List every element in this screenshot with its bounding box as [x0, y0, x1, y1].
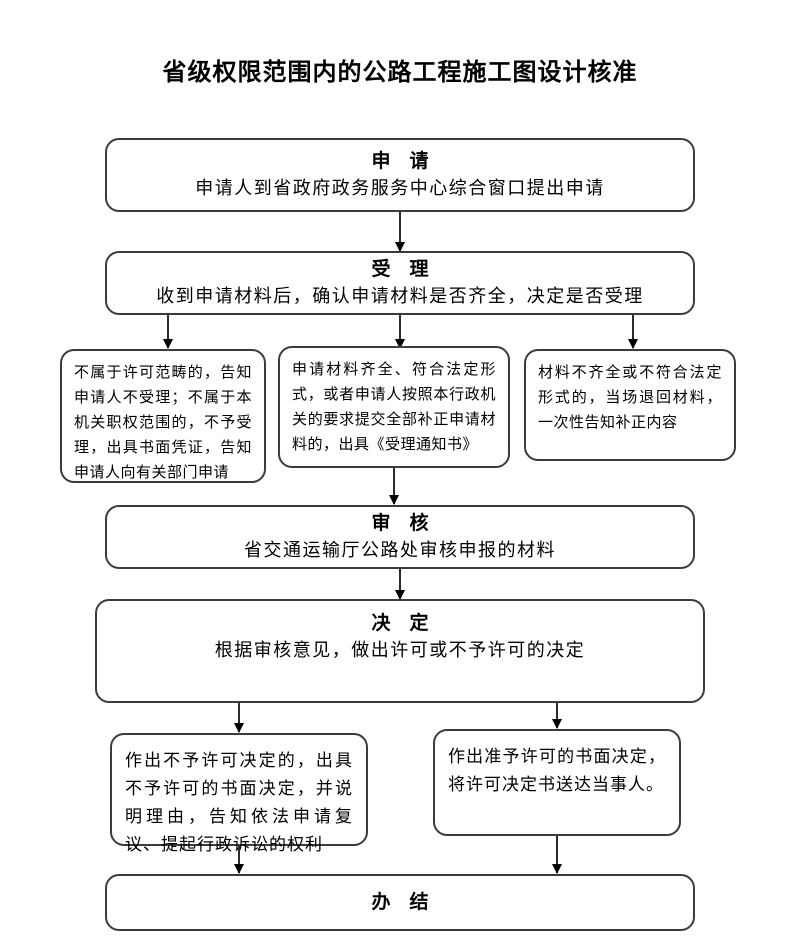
- arrow-down-icon: [552, 719, 562, 729]
- connector-grant-to-complete: [552, 836, 562, 874]
- node-accept-body: 收到申请材料后，确认申请材料是否齐全，决定是否受理: [156, 286, 644, 306]
- connector-apply-to-accept: [395, 212, 405, 252]
- node-deny: 作出不予许可决定的，出具不予许可的书面决定，并说明理由，告知依法申请复议、提起行…: [110, 733, 368, 854]
- arrow-down-icon: [395, 339, 405, 349]
- node-review-heading: 审 核: [371, 513, 429, 534]
- arrow-down-icon: [552, 864, 562, 874]
- node-deny-body: 作出不予许可决定的，出具不予许可的书面决定，并说明理由，告知依法申请复议、提起行…: [125, 751, 353, 854]
- node-review: 审 核 省交通运输厅公路处审核申报的材料: [105, 505, 695, 569]
- node-complete-heading: 办 结: [371, 891, 429, 913]
- connector-line: [399, 315, 401, 348]
- arrow-down-icon: [395, 590, 405, 600]
- arrow-down-icon: [395, 242, 405, 252]
- node-review-body: 省交通运输厅公路处审核申报的材料: [244, 540, 556, 560]
- connector-accept-to-returned: [628, 315, 638, 349]
- arrow-down-icon: [389, 495, 399, 505]
- node-returned: 材料不齐全或不符合法定形式的，当场退回材料，一次性告知补正内容: [524, 349, 736, 461]
- node-grant: 作出准予许可的书面决定，将许可决定书送达当事人。: [433, 729, 681, 836]
- connector-review-to-decision: [395, 569, 405, 600]
- connector-line: [167, 315, 169, 348]
- node-decision-body: 根据审核意见，做出许可或不予许可的决定: [214, 640, 586, 660]
- node-grant-body: 作出准予许可的书面决定，将许可决定书送达当事人。: [448, 747, 666, 794]
- arrow-down-icon: [628, 339, 638, 349]
- connector-line: [238, 846, 240, 873]
- connector-line: [393, 468, 395, 504]
- connector-line: [632, 315, 634, 348]
- node-decision-heading: 决 定: [371, 613, 429, 634]
- node-apply: 申 请 申请人到省政府政务服务中心综合窗口提出申请: [105, 138, 695, 212]
- connector-line: [556, 836, 558, 873]
- node-complete: 办 结: [105, 874, 695, 931]
- node-apply-heading: 申 请: [371, 151, 429, 172]
- arrow-down-icon: [234, 723, 244, 733]
- connector-decision-to-deny: [234, 703, 244, 733]
- node-returned-body: 材料不齐全或不符合法定形式的，当场退回材料，一次性告知补正内容: [538, 365, 722, 431]
- arrow-down-icon: [234, 864, 244, 874]
- node-accepted: 申请材料齐全、符合法定形式，或者申请人按照本行政机关的要求提交全部补正申请材料的…: [278, 346, 510, 468]
- connector-accept-to-not-accepted: [163, 315, 173, 349]
- node-apply-body: 申请人到省政府政务服务中心综合窗口提出申请: [195, 178, 605, 198]
- connector-decision-to-grant: [552, 703, 562, 729]
- flowchart-title: 省级权限范围内的公路工程施工图设计核准: [162, 59, 638, 86]
- connector-line: [556, 703, 558, 728]
- connector-accept-to-accepted: [395, 315, 405, 349]
- node-decision: 决 定 根据审核意见，做出许可或不予许可的决定: [95, 599, 705, 703]
- connector-line: [238, 703, 240, 732]
- connector-line: [399, 212, 401, 251]
- connector-deny-to-complete: [234, 846, 244, 874]
- connector-accepted-to-review: [389, 468, 399, 505]
- arrow-down-icon: [163, 339, 173, 349]
- node-not-accepted: 不属于许可范畴的，告知申请人不受理；不属于本机关职权范围的，不予受理，出具书面凭…: [60, 349, 266, 483]
- node-accepted-body: 申请材料齐全、符合法定形式，或者申请人按照本行政机关的要求提交全部补正申请材料的…: [292, 362, 496, 453]
- node-not-accepted-body: 不属于许可范畴的，告知申请人不受理；不属于本机关职权范围的，不予受理，出具书面凭…: [74, 365, 252, 481]
- connector-line: [399, 569, 401, 599]
- node-accept-heading: 受 理: [371, 259, 429, 280]
- node-accept: 受 理 收到申请材料后，确认申请材料是否齐全，决定是否受理: [105, 251, 695, 315]
